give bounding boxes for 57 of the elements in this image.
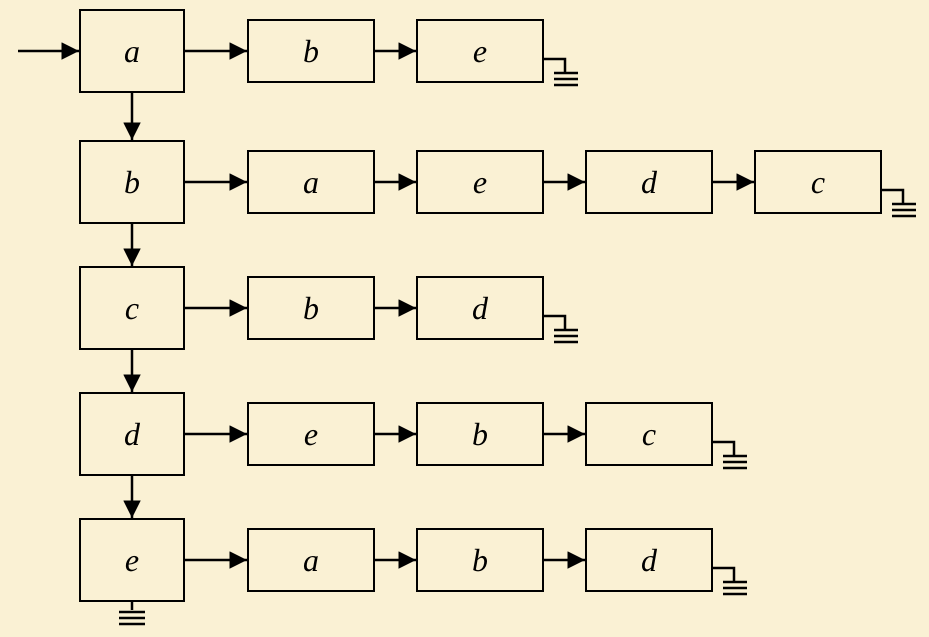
node-label: c xyxy=(124,292,140,324)
node-label: c xyxy=(810,166,826,198)
list-node-box xyxy=(247,402,375,466)
list-node-box xyxy=(585,402,713,466)
arrow xyxy=(123,224,141,266)
node-label: d xyxy=(641,166,657,198)
node-label: e xyxy=(304,418,318,450)
arrow xyxy=(185,173,247,191)
arrow xyxy=(713,173,754,191)
list-node-box xyxy=(585,150,713,214)
node-label: b xyxy=(472,418,488,450)
node-label: b xyxy=(303,292,319,324)
arrow xyxy=(123,350,141,392)
node-label: a xyxy=(303,544,319,576)
arrow xyxy=(185,42,247,60)
arrow xyxy=(544,551,585,569)
arrow xyxy=(18,42,79,60)
arrow xyxy=(185,551,247,569)
list-node-box xyxy=(416,528,544,592)
node-label: b xyxy=(472,544,488,576)
arrow xyxy=(544,173,585,191)
node-label: e xyxy=(124,544,140,576)
node-label: a xyxy=(303,166,319,198)
node-label: d xyxy=(124,418,140,450)
list-node-box xyxy=(754,150,882,214)
node-label: d xyxy=(472,292,488,324)
arrow xyxy=(375,42,416,60)
list-node-box xyxy=(416,150,544,214)
arrow xyxy=(123,476,141,518)
arrow xyxy=(544,425,585,443)
head-node-box xyxy=(79,9,185,93)
node-label: a xyxy=(124,35,140,67)
node-label: e xyxy=(472,166,488,198)
arrow xyxy=(123,93,141,140)
head-node-box xyxy=(79,266,185,350)
head-node-box xyxy=(79,392,185,476)
list-node-box xyxy=(247,150,375,214)
node-label: b xyxy=(124,166,140,198)
list-node-box xyxy=(247,19,375,83)
node-label: e xyxy=(472,35,488,67)
node-label: c xyxy=(642,418,656,450)
head-node-box xyxy=(79,518,185,602)
list-node-box xyxy=(416,402,544,466)
arrow xyxy=(375,425,416,443)
list-node-box xyxy=(416,276,544,340)
list-node-box xyxy=(247,528,375,592)
head-node-box xyxy=(79,140,185,224)
arrow xyxy=(375,173,416,191)
list-node-box xyxy=(585,528,713,592)
arrow xyxy=(185,425,247,443)
node-label: b xyxy=(303,35,319,67)
list-node-box xyxy=(416,19,544,83)
list-node-box xyxy=(247,276,375,340)
arrow xyxy=(375,299,416,317)
arrow xyxy=(185,299,247,317)
node-label: d xyxy=(641,544,657,576)
arrow xyxy=(375,551,416,569)
